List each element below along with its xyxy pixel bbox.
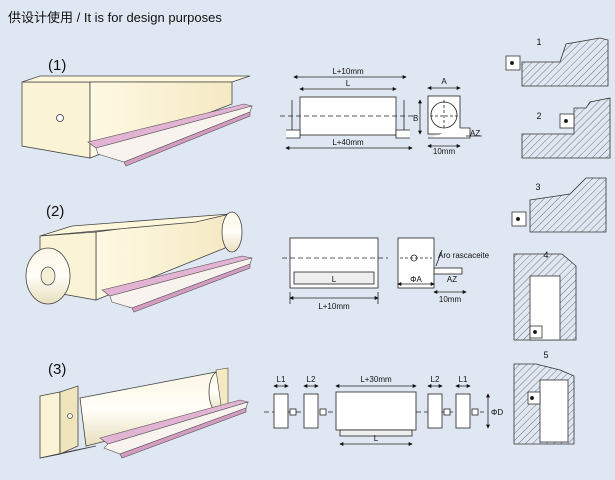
drawing-1-top-dim: L+10mm — [332, 67, 364, 76]
drawing-1-label-10: 10mm — [433, 147, 456, 156]
drawing-2-end — [397, 237, 467, 294]
view-label-1: (1) — [48, 57, 66, 74]
drawing-3-label-phid: ΦD — [491, 408, 503, 417]
drawing-3-label-l: L — [374, 434, 379, 443]
drawing-1-inner-dim: L — [346, 79, 351, 88]
drawing-3-center-dim: L+30mm — [360, 375, 392, 384]
drawing-3-label-l2-left: L2 — [307, 375, 316, 384]
drawing-2-label-l: L — [332, 275, 337, 284]
mounting-number-1: 1 — [536, 37, 541, 47]
page-title: 供设计使用 / It is for design purposes — [8, 10, 222, 25]
illustration-2-tray — [101, 255, 253, 313]
view-label-3: (3) — [48, 361, 66, 378]
drawing-1-label-b: B — [413, 114, 418, 123]
illustration-3-bracket-left — [39, 385, 97, 459]
mounting-number-5: 5 — [543, 350, 548, 360]
drawing-3-label-l1-left: L1 — [277, 375, 286, 384]
illustration-2-roll — [25, 247, 71, 305]
drawing-2-bottom-dim: L+10mm — [318, 302, 350, 311]
view-label-2: (2) — [46, 203, 64, 220]
drawing-3-label-l1-right: L1 — [459, 375, 468, 384]
illustration-3-roll — [79, 367, 229, 447]
drawing-1-end — [418, 86, 482, 148]
drawing-2-side — [282, 237, 388, 304]
mounting-number-2: 2 — [536, 111, 541, 121]
illustration-1-tray — [87, 103, 254, 167]
drawing-2-callout: Aro rascaceite — [438, 251, 490, 260]
mounting-detail-2 — [521, 97, 611, 159]
drawing-1-side — [280, 75, 416, 150]
drawing-3 — [264, 384, 490, 446]
drawing-1-bottom-dim: L+40mm — [332, 138, 364, 147]
drawing-2-label-10: 10mm — [439, 295, 462, 304]
mounting-number-4: 4 — [543, 250, 548, 260]
drawing-2-label-az: AZ — [447, 275, 457, 284]
mounting-detail-1 — [505, 37, 609, 87]
illustration-3-tray — [99, 399, 250, 459]
drawing-3-label-l2-right: L2 — [431, 375, 440, 384]
drawing-1-label-a: A — [441, 77, 447, 86]
drawing-2-label-phia: ΦA — [410, 275, 422, 284]
drawing-1-label-az: AZ — [470, 129, 480, 138]
mounting-number-3: 3 — [535, 182, 540, 192]
mounting-detail-5 — [513, 363, 575, 445]
mounting-detail-3 — [511, 177, 607, 233]
mounting-detail-4 — [513, 253, 577, 341]
